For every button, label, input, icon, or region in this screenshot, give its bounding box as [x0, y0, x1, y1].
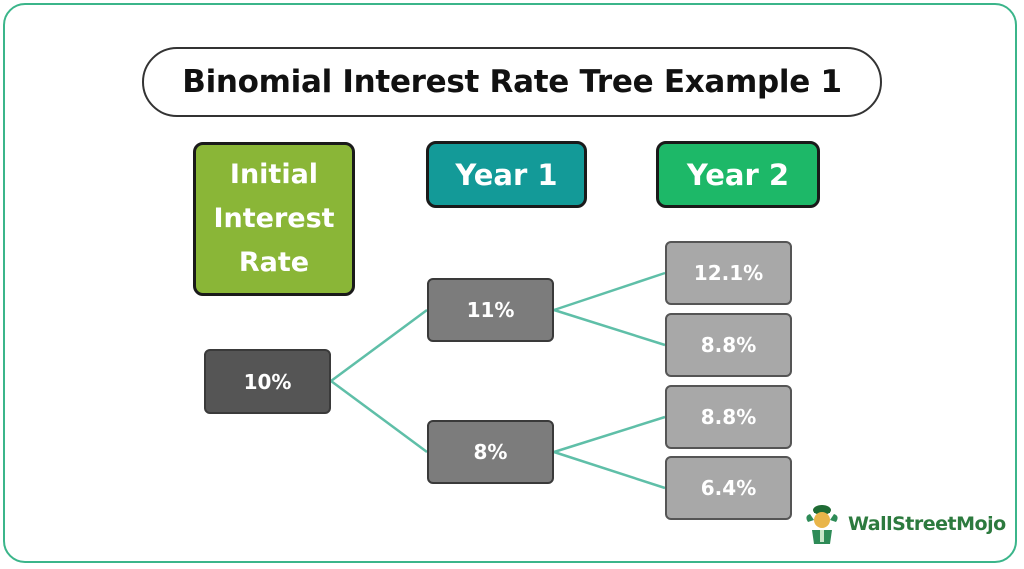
- initial-interest-rate-header: Initial Interest Rate: [193, 142, 355, 296]
- year1-up-node: 11%: [427, 278, 554, 342]
- edge-root-to-up: [330, 308, 428, 383]
- edge-down-to-dd: [553, 450, 666, 490]
- edge-down-to-du: [553, 415, 666, 454]
- year-2-header: Year 2: [656, 141, 820, 208]
- edge-up-to-uu: [553, 271, 666, 312]
- root-node: 10%: [204, 349, 331, 414]
- brand-logo: WallStreetMojo: [802, 502, 1006, 546]
- diagram-title: Binomial Interest Rate Tree Example 1: [142, 47, 882, 117]
- edge-root-to-down: [330, 379, 428, 454]
- year2-dd-node: 6.4%: [665, 456, 792, 520]
- year-1-header: Year 1: [426, 141, 587, 208]
- brand-name: WallStreetMojo: [848, 513, 1006, 535]
- edge-up-to-ud: [553, 308, 666, 347]
- year2-ud-node: 8.8%: [665, 313, 792, 377]
- year2-du-node: 8.8%: [665, 385, 792, 449]
- mascot-logo-icon: [806, 505, 838, 544]
- year2-uu-node: 12.1%: [665, 241, 792, 305]
- year1-down-node: 8%: [427, 420, 554, 484]
